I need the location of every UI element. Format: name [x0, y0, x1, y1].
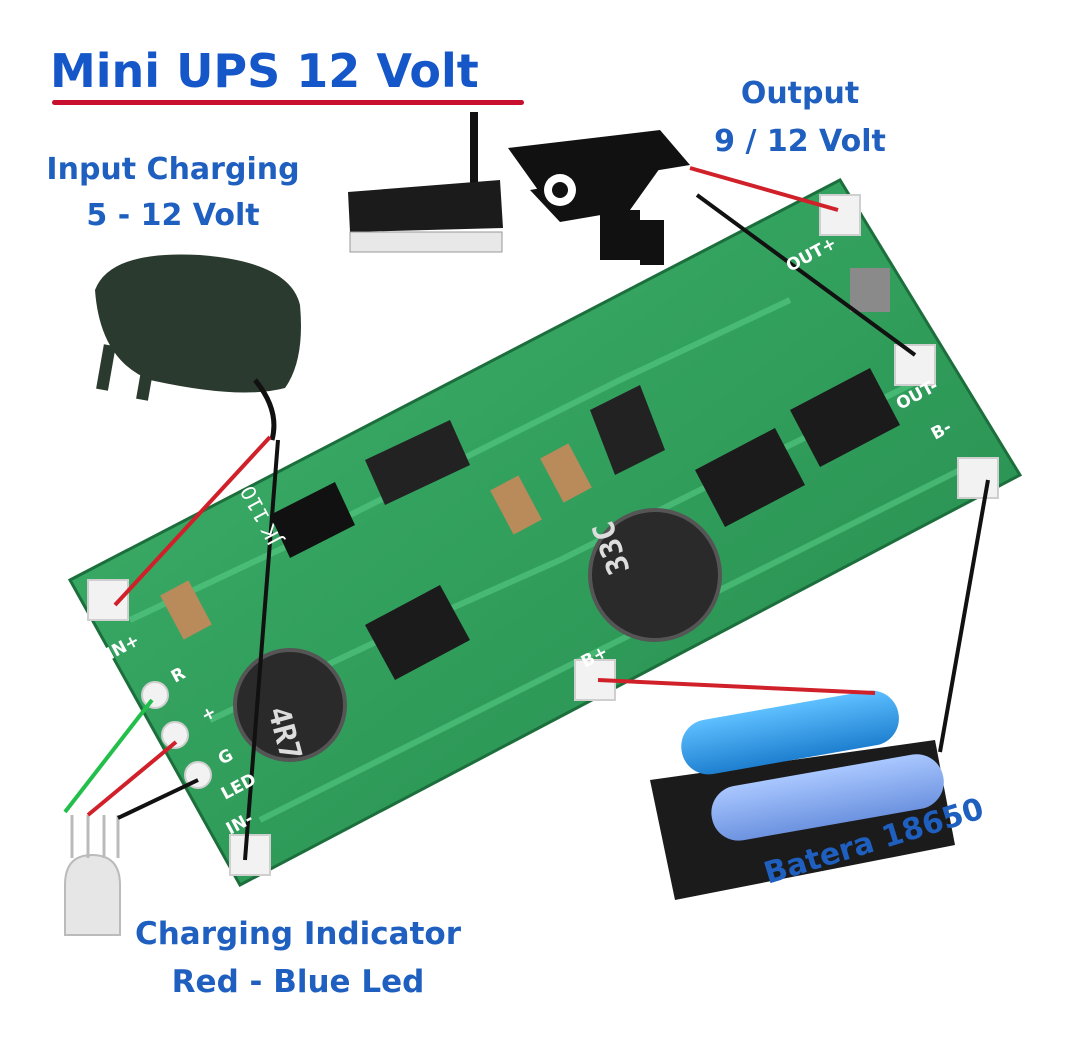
title-underline	[52, 100, 524, 105]
router-image	[348, 112, 503, 253]
battery-18650-image	[650, 690, 955, 900]
ups-pcb-board	[67, 178, 1023, 888]
ic-chip	[270, 368, 900, 680]
indicator-label-line1: Charging Indicator	[134, 916, 461, 952]
diagram-title: Mini UPS 12 Volt	[50, 44, 479, 98]
inductor	[233, 508, 722, 762]
power-adapter-image	[95, 254, 301, 441]
led-image	[64, 815, 121, 936]
output-label-line2: 9 / 12 Volt	[714, 124, 886, 159]
indicator-label-line2: Red - Blue Led	[171, 964, 425, 1000]
cctv-camera-image	[508, 130, 690, 265]
input-label-line1: Input Charging	[46, 152, 300, 187]
wire-lines	[63, 166, 990, 861]
output-label-line1: Output	[740, 76, 860, 111]
input-label-line2: 5 - 12 Volt	[86, 198, 260, 233]
